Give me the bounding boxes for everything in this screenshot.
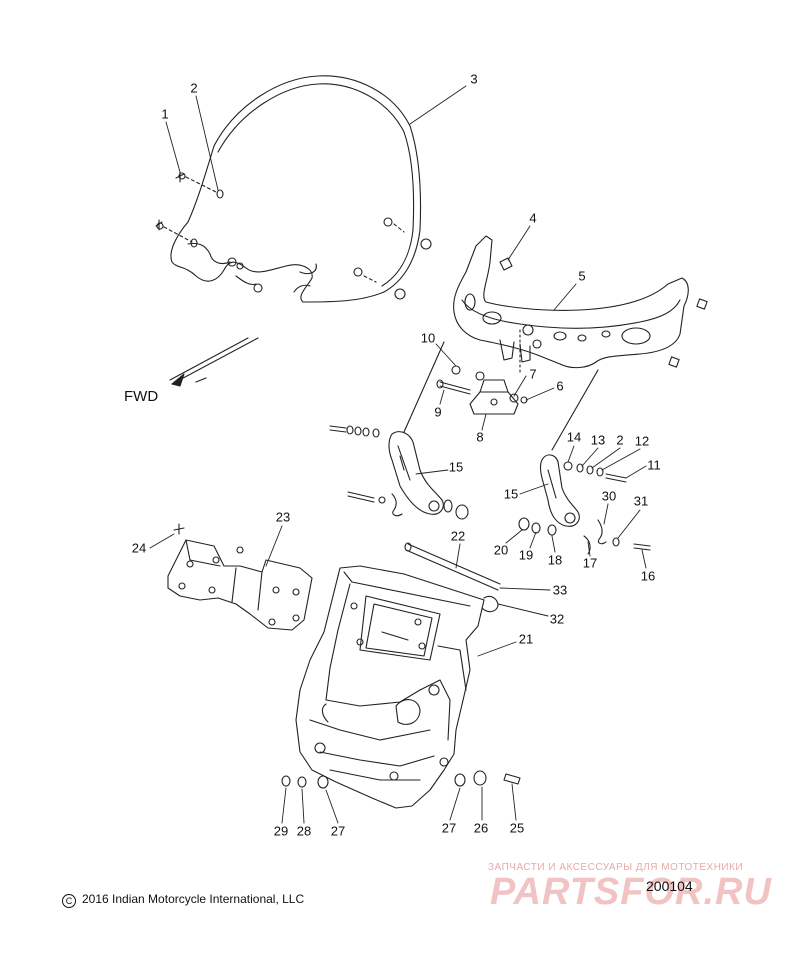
hinge-block-part xyxy=(436,329,528,415)
callout-number-19: 19 xyxy=(518,547,534,563)
forward-direction-label: FWD xyxy=(124,388,159,405)
copyright-notice: C 2016 Indian Motorcycle International, L… xyxy=(62,892,304,908)
callout-number-11: 11 xyxy=(647,457,661,473)
callout-number-14: 14 xyxy=(566,429,582,445)
callout-number-2: 2 xyxy=(190,80,198,96)
watermark-tagline: ЗАПЧАСТИ И АКСЕССУАРЫ ДЛЯ МОТОТЕХНИКИ xyxy=(488,862,744,873)
figure-number: 200104 xyxy=(646,878,693,894)
bottom-fasteners xyxy=(281,770,521,789)
callout-number-13: 13 xyxy=(590,432,606,448)
callout-number-26: 26 xyxy=(473,820,489,836)
right-support-arm-part xyxy=(518,454,651,555)
callout-number-15: 15 xyxy=(503,486,519,502)
left-support-arm-part xyxy=(329,425,469,520)
mount-plate-part xyxy=(167,523,313,631)
callout-number-5: 5 xyxy=(578,268,586,284)
forward-arrow xyxy=(169,337,259,387)
callout-number-32: 32 xyxy=(549,611,565,627)
callout-number-12: 12 xyxy=(634,433,650,449)
cross-rod-part xyxy=(404,542,501,613)
leader-line xyxy=(551,369,599,451)
callout-number-9: 9 xyxy=(434,404,442,420)
callout-leaders xyxy=(149,85,647,824)
callout-number-3: 3 xyxy=(470,71,478,87)
windshield-bracket-part xyxy=(453,235,708,369)
callout-number-15: 15 xyxy=(448,459,464,475)
callout-number-18: 18 xyxy=(547,552,563,568)
copyright-text: 2016 Indian Motorcycle International, LL… xyxy=(82,892,305,906)
callout-number-7: 7 xyxy=(529,366,537,382)
callout-number-28: 28 xyxy=(296,823,312,839)
leader-line xyxy=(403,341,445,433)
callout-number-21: 21 xyxy=(518,631,534,647)
callout-number-29: 29 xyxy=(273,823,289,839)
headlight-frame-part xyxy=(295,565,485,809)
callout-number-31: 31 xyxy=(633,493,649,509)
callout-number-4: 4 xyxy=(529,210,537,226)
callout-number-6: 6 xyxy=(556,378,564,394)
callout-number-30: 30 xyxy=(601,488,617,504)
callout-number-22: 22 xyxy=(450,528,466,544)
callout-number-2: 2 xyxy=(616,432,624,448)
callout-number-16: 16 xyxy=(640,568,656,584)
callout-number-33: 33 xyxy=(552,582,568,598)
callout-number-24: 24 xyxy=(131,540,147,556)
callout-number-23: 23 xyxy=(275,509,291,525)
windshield-part xyxy=(170,75,422,303)
clip-nut-part xyxy=(499,257,513,271)
callout-number-20: 20 xyxy=(493,542,509,558)
callout-number-27: 27 xyxy=(441,820,457,836)
copyright-icon: C xyxy=(62,894,76,908)
windshield-fasteners xyxy=(155,171,432,300)
callout-number-10: 10 xyxy=(420,330,436,346)
callout-number-1: 1 xyxy=(161,106,169,122)
callout-number-8: 8 xyxy=(476,429,484,445)
callout-number-17: 17 xyxy=(582,555,598,571)
callout-number-25: 25 xyxy=(509,820,525,836)
callout-number-27: 27 xyxy=(330,823,346,839)
watermark-logo: PARTSFOR.RU xyxy=(490,871,772,913)
